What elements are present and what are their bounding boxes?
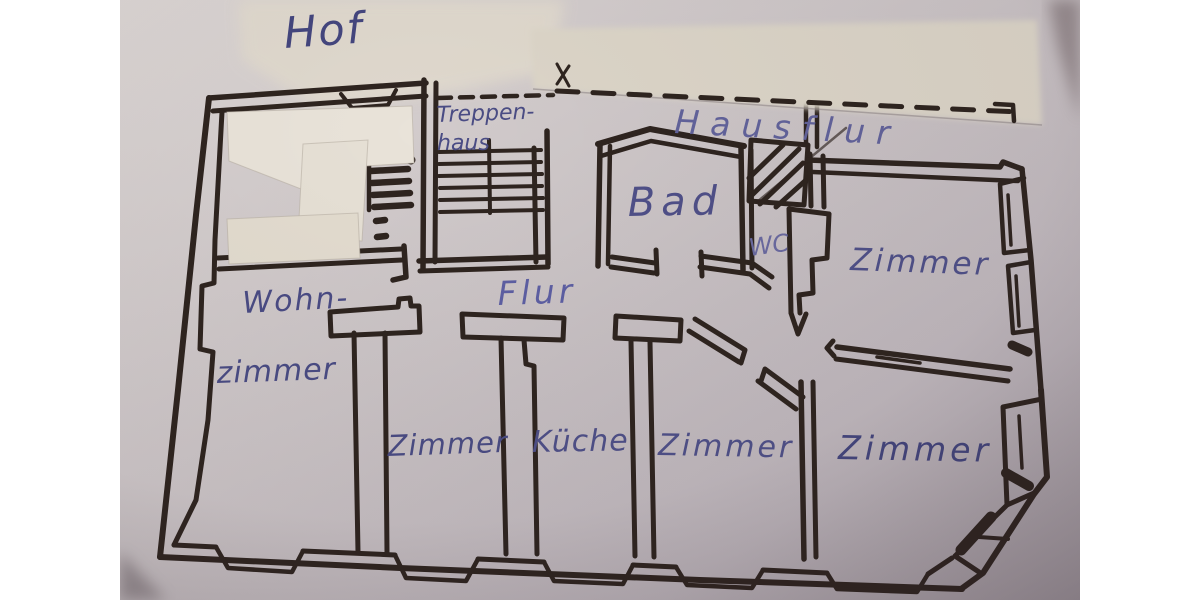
vignette-overlay — [120, 0, 1080, 600]
photo-area: Hof Treppen- haus Hausflur Bad WC Zimmer… — [120, 0, 1080, 600]
floorplan-sketch: Hof Treppen- haus Hausflur Bad WC Zimmer… — [120, 0, 1080, 600]
